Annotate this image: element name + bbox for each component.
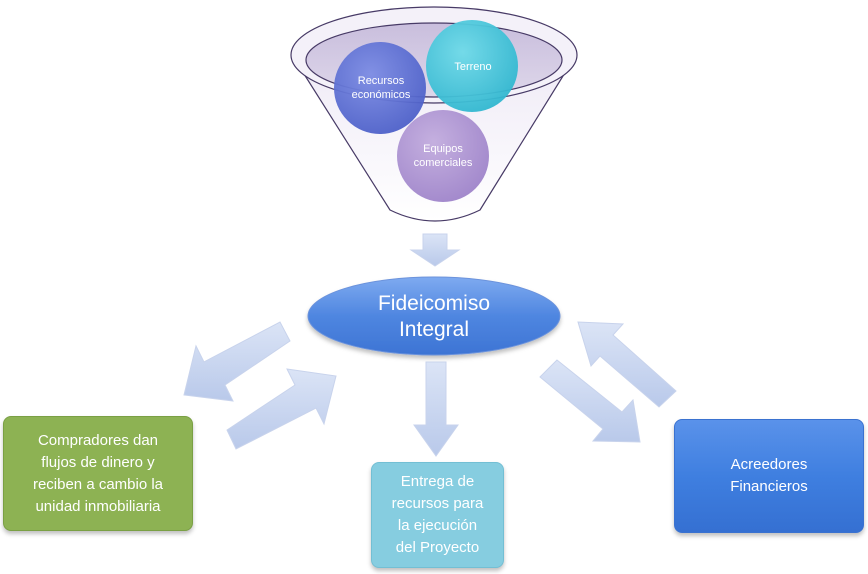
box-acreedores: Acreedores Financieros bbox=[674, 419, 864, 533]
arrow-from-buyers bbox=[226, 368, 337, 450]
box-entrega-recursos: Entrega de recursos para la ejecución de… bbox=[371, 462, 504, 568]
circle-terreno bbox=[426, 20, 518, 112]
arrow-to-buyers bbox=[183, 321, 291, 402]
circle-equipos-comerciales bbox=[397, 110, 489, 202]
circle-recursos-economicos bbox=[334, 42, 426, 134]
arrow-to-project bbox=[413, 361, 459, 457]
arrow-funnel-down bbox=[409, 233, 461, 267]
arrow-to-creditors bbox=[539, 359, 641, 443]
arrow-from-creditors bbox=[577, 321, 677, 408]
label-recursos-economicos: Recursos económicos bbox=[351, 75, 411, 101]
box-compradores: Compradores dan flujos de dinero y recib… bbox=[3, 416, 193, 531]
center-label: Fideicomiso Integral bbox=[377, 292, 491, 341]
label-terreno: Terreno bbox=[454, 61, 492, 73]
center-ellipse bbox=[307, 276, 561, 356]
label-equipos-comerciales: Equipos comerciales bbox=[413, 143, 473, 169]
